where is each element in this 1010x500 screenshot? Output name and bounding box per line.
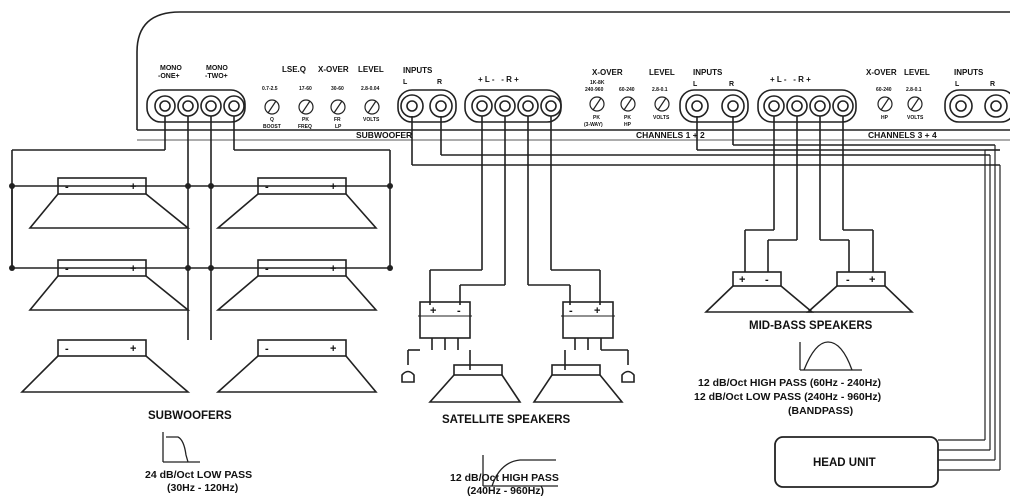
midbass-line3: (BANDPASS): [788, 405, 853, 417]
sub-plus-1: +: [130, 181, 136, 193]
ch12-input-jacks: [679, 89, 749, 123]
subwoofers-caption: SUBWOOFERS: [148, 410, 232, 422]
sub-knob1-label-b: BOOST: [263, 124, 281, 130]
ch12-inputs-label: INPUTS: [693, 68, 723, 77]
mono-one-label-2: -ONE+: [158, 73, 180, 80]
sat-filter-caption: 12 dB/Oct HIGH PASS: [450, 472, 559, 484]
ch12-knob1-range-a: 1K-8K: [590, 80, 605, 86]
satellite-caption: SATELLITE SPEAKERS: [442, 414, 571, 426]
head-unit-box: [774, 436, 939, 488]
mono-terminal-block: [146, 89, 246, 123]
sub-plus-6: +: [330, 343, 336, 355]
sat-range-caption: (240Hz - 960Hz): [467, 485, 544, 497]
mid-plus-left: +: [739, 274, 745, 286]
ch12-knob3-range: 2.8-0.1: [652, 87, 668, 93]
ch12-knob2-label-b: HP: [624, 122, 632, 128]
sub-knobs: [264, 99, 380, 115]
ch12-knobs: [589, 96, 670, 112]
sub-minus-4: -: [265, 263, 269, 275]
sub-level-label: LEVEL: [358, 65, 384, 74]
midbass-line1: 12 dB/Oct HIGH PASS (60Hz - 240Hz): [698, 377, 881, 389]
mono-one-label-1: MONO: [160, 65, 182, 72]
sub-plus-3: +: [130, 263, 136, 275]
ch12-knob2-range: 60-240: [619, 87, 635, 93]
ch34-speaker-terminals: [757, 89, 857, 123]
sub-knob1-range: 0.7-2.5: [262, 86, 278, 92]
ch12-section-label: CHANNELS 1 + 2: [636, 130, 705, 140]
ch34-input-r: R: [990, 81, 995, 88]
head-unit-label: HEAD UNIT: [813, 457, 876, 469]
ch34-knob1-label: HP: [881, 115, 889, 121]
ch12-knob3-label: VOLTS: [653, 115, 670, 121]
amplifier-chassis: [136, 11, 1010, 141]
mid-minus-right: -: [846, 274, 850, 286]
lse-q-label: LSE.Q: [282, 65, 306, 74]
filter-response-icons: [162, 341, 862, 487]
ch12-input-l: L: [693, 81, 698, 88]
sub-xover-label: X-OVER: [318, 65, 349, 74]
mid-bass-speakers: [696, 116, 1000, 313]
sub-input-l: L: [403, 79, 408, 86]
sub-knob2-range: 17-60: [299, 86, 312, 92]
ch12-xover-label: X-OVER: [592, 68, 623, 77]
sub-knob2-label-b: FREQ: [298, 124, 312, 130]
signal-harness: [938, 145, 1001, 471]
ch12-knob1-label-a: PK: [593, 115, 600, 121]
ch34-input-jacks: [944, 89, 1010, 123]
sub-knob2-label-a: PK: [302, 117, 309, 123]
ch12-speaker-terminals: [464, 89, 562, 123]
sub-input-jacks: [397, 89, 457, 123]
ch34-polarity-label: + L - - R +: [770, 75, 811, 84]
sub-range-caption: (30Hz - 120Hz): [167, 482, 238, 494]
sub-minus-6: -: [265, 343, 269, 355]
sub-filter-caption: 24 dB/Oct LOW PASS: [145, 469, 252, 481]
subwoofer-array: [11, 116, 391, 393]
sub-minus-1: -: [65, 181, 69, 193]
mid-minus-left: -: [765, 274, 769, 286]
mono-two-label-1: MONO: [206, 65, 228, 72]
ch34-section-label: CHANNELS 3 + 4: [868, 130, 937, 140]
sub-knob4-label: VOLTS: [363, 117, 380, 123]
ch34-knob2-range: 2.8-0.1: [906, 87, 922, 93]
mono-two-label-2: -TWO+: [205, 73, 228, 80]
sub-inputs-label: INPUTS: [403, 66, 433, 75]
sat-minus-left: -: [457, 305, 461, 317]
sub-knob4-range: 2.8-0.04: [361, 86, 380, 92]
sub-minus-2: -: [265, 181, 269, 193]
sub-knob1-label-a: Q: [270, 117, 274, 123]
subwoofer-section-label: SUBWOOFER: [356, 130, 412, 140]
ch34-level-label: LEVEL: [904, 68, 930, 77]
ch12-input-r: R: [729, 81, 734, 88]
junction-dots: [9, 183, 393, 271]
sub-plus-2: +: [330, 181, 336, 193]
ch12-polarity-label: + L - - R +: [478, 75, 519, 84]
ch12-knob2-label-a: PK: [624, 115, 631, 121]
midbass-line2: 12 dB/Oct LOW PASS (240Hz - 960Hz): [694, 391, 881, 403]
ch34-knobs: [877, 96, 923, 112]
sub-knob3-label-a: FR: [334, 117, 341, 123]
sat-minus-right: -: [569, 305, 573, 317]
ch12-knob1-range-b: 240-960: [585, 87, 604, 93]
sub-plus-5: +: [130, 343, 136, 355]
sub-input-r: R: [437, 79, 442, 86]
ch34-knob2-label: VOLTS: [907, 115, 924, 121]
ch12-knob1-label-b: (3-WAY): [584, 122, 603, 128]
sub-minus-3: -: [65, 263, 69, 275]
sub-minus-5: -: [65, 343, 69, 355]
sub-knob3-range: 30-60: [331, 86, 344, 92]
sat-plus-left: +: [430, 305, 436, 317]
satellite-speakers: [401, 116, 1000, 403]
ch34-inputs-label: INPUTS: [954, 68, 984, 77]
ch34-input-l: L: [955, 81, 960, 88]
ch12-level-label: LEVEL: [649, 68, 675, 77]
ch34-xover-label: X-OVER: [866, 68, 897, 77]
ch34-knob1-range: 60-240: [876, 87, 892, 93]
mid-plus-right: +: [869, 274, 875, 286]
midbass-caption: MID-BASS SPEAKERS: [749, 320, 873, 332]
sat-plus-right: +: [594, 305, 600, 317]
sub-plus-4: +: [330, 263, 336, 275]
sub-knob3-label-b: LP: [335, 124, 342, 130]
